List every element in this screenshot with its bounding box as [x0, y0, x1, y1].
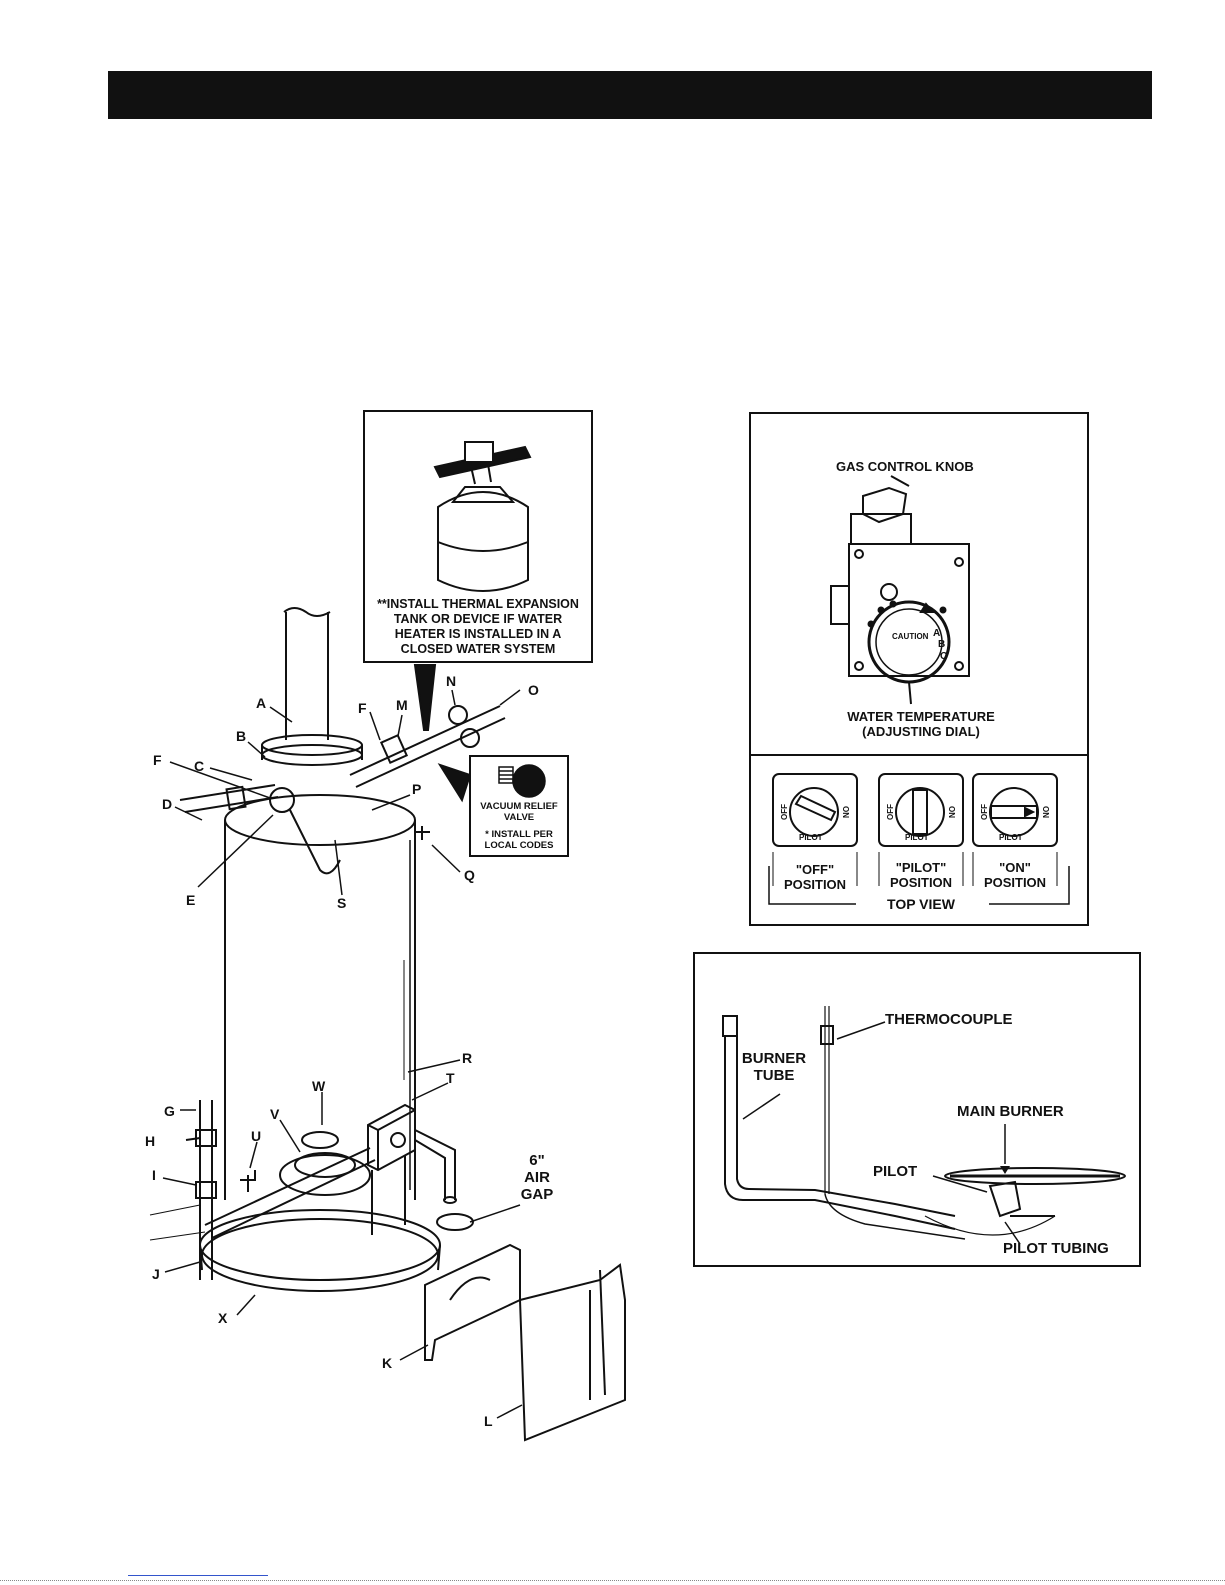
caution-text: CAUTION	[892, 632, 929, 641]
knob-text-pilot-1: PILOT	[799, 833, 823, 842]
section-header-bar	[108, 71, 1152, 119]
label-w: W	[312, 1078, 326, 1094]
knob-text-off-2: OFF	[886, 804, 895, 820]
label-k: K	[382, 1355, 393, 1371]
knob-text-on-1: ON	[841, 806, 850, 818]
label-u: U	[251, 1128, 262, 1144]
label-v: V	[270, 1106, 280, 1122]
expansion-tank-note: **INSTALL THERMAL EXPANSION TANK OR DEVI…	[377, 597, 579, 656]
air-gap-label: 6" AIR GAP	[520, 1152, 554, 1203]
knob-text-pilot-3: PILOT	[999, 833, 1023, 842]
burner-assembly-panel: THERMOCOUPLE BURNER TUBE MAIN BURNER PIL…	[693, 952, 1141, 1267]
label-e: E	[186, 892, 196, 908]
knob-text-off-1: OFF	[780, 804, 789, 820]
label-m: M	[396, 697, 408, 713]
gas-control-panel: GAS CONTROL KNOB CAUTION A B C WATER TEM…	[749, 412, 1089, 926]
knob-text-pilot-2: PILOT	[905, 833, 929, 842]
label-t: T	[446, 1070, 455, 1086]
top-view-knobs-illustration	[768, 773, 1070, 905]
top-view-label: TOP VIEW	[861, 896, 981, 912]
gas-control-valve-illustration	[830, 475, 970, 705]
knob-text-on-2: ON	[947, 806, 956, 818]
label-c: C	[194, 758, 205, 774]
label-n: N	[446, 673, 457, 689]
expansion-tank-illustration	[433, 441, 532, 592]
pilot-position-label: "PILOT" POSITION	[889, 860, 953, 890]
off-position-label: "OFF" POSITION	[783, 862, 847, 892]
label-x: X	[218, 1310, 228, 1326]
label-q: Q	[464, 867, 475, 883]
label-g: G	[164, 1103, 175, 1119]
footer-link-underline	[128, 1575, 268, 1576]
thermocouple-label: THERMOCOUPLE	[885, 1011, 1013, 1028]
vacuum-relief-text: VACUUM RELIEF VALVE * INSTALL PER LOCAL …	[480, 801, 558, 851]
label-h: H	[145, 1133, 156, 1149]
label-l: L	[484, 1413, 493, 1429]
label-p: P	[412, 781, 422, 797]
on-position-label: "ON" POSITION	[983, 860, 1047, 890]
panel-divider	[751, 754, 1087, 756]
gas-control-knob-label: GAS CONTROL KNOB	[836, 459, 974, 474]
expansion-tank-inset: **INSTALL THERMAL EXPANSION TANK OR DEVI…	[363, 410, 593, 663]
water-temperature-label: WATER TEMPERATURE (ADJUSTING DIAL)	[847, 709, 995, 739]
burner-tube-label: BURNER TUBE	[741, 1050, 807, 1084]
knob-text-on-3: ON	[1041, 806, 1050, 818]
label-a: A	[256, 695, 267, 711]
dial-letter-c: C	[940, 651, 948, 662]
label-j: J	[152, 1266, 160, 1282]
label-f-left: F	[153, 752, 162, 768]
label-b: B	[236, 728, 247, 744]
label-d: D	[162, 796, 173, 812]
dial-letter-b: B	[938, 639, 946, 650]
pilot-label: PILOT	[873, 1163, 918, 1180]
label-s: S	[337, 895, 347, 911]
pilot-tubing-label: PILOT TUBING	[1003, 1240, 1109, 1257]
main-burner-label: MAIN BURNER	[957, 1103, 1064, 1120]
label-o: O	[528, 682, 539, 698]
dial-letter-a: A	[933, 628, 941, 639]
label-i: I	[152, 1167, 156, 1183]
label-f-right: F	[358, 700, 367, 716]
knob-text-off-3: OFF	[980, 804, 989, 820]
footer-rule	[0, 1580, 1225, 1582]
label-r: R	[462, 1050, 473, 1066]
vacuum-relief-inset: VACUUM RELIEF VALVE * INSTALL PER LOCAL …	[469, 755, 569, 857]
vacuum-relief-valve-illustration	[498, 764, 546, 798]
burner-assembly-illustration	[722, 1006, 1126, 1245]
